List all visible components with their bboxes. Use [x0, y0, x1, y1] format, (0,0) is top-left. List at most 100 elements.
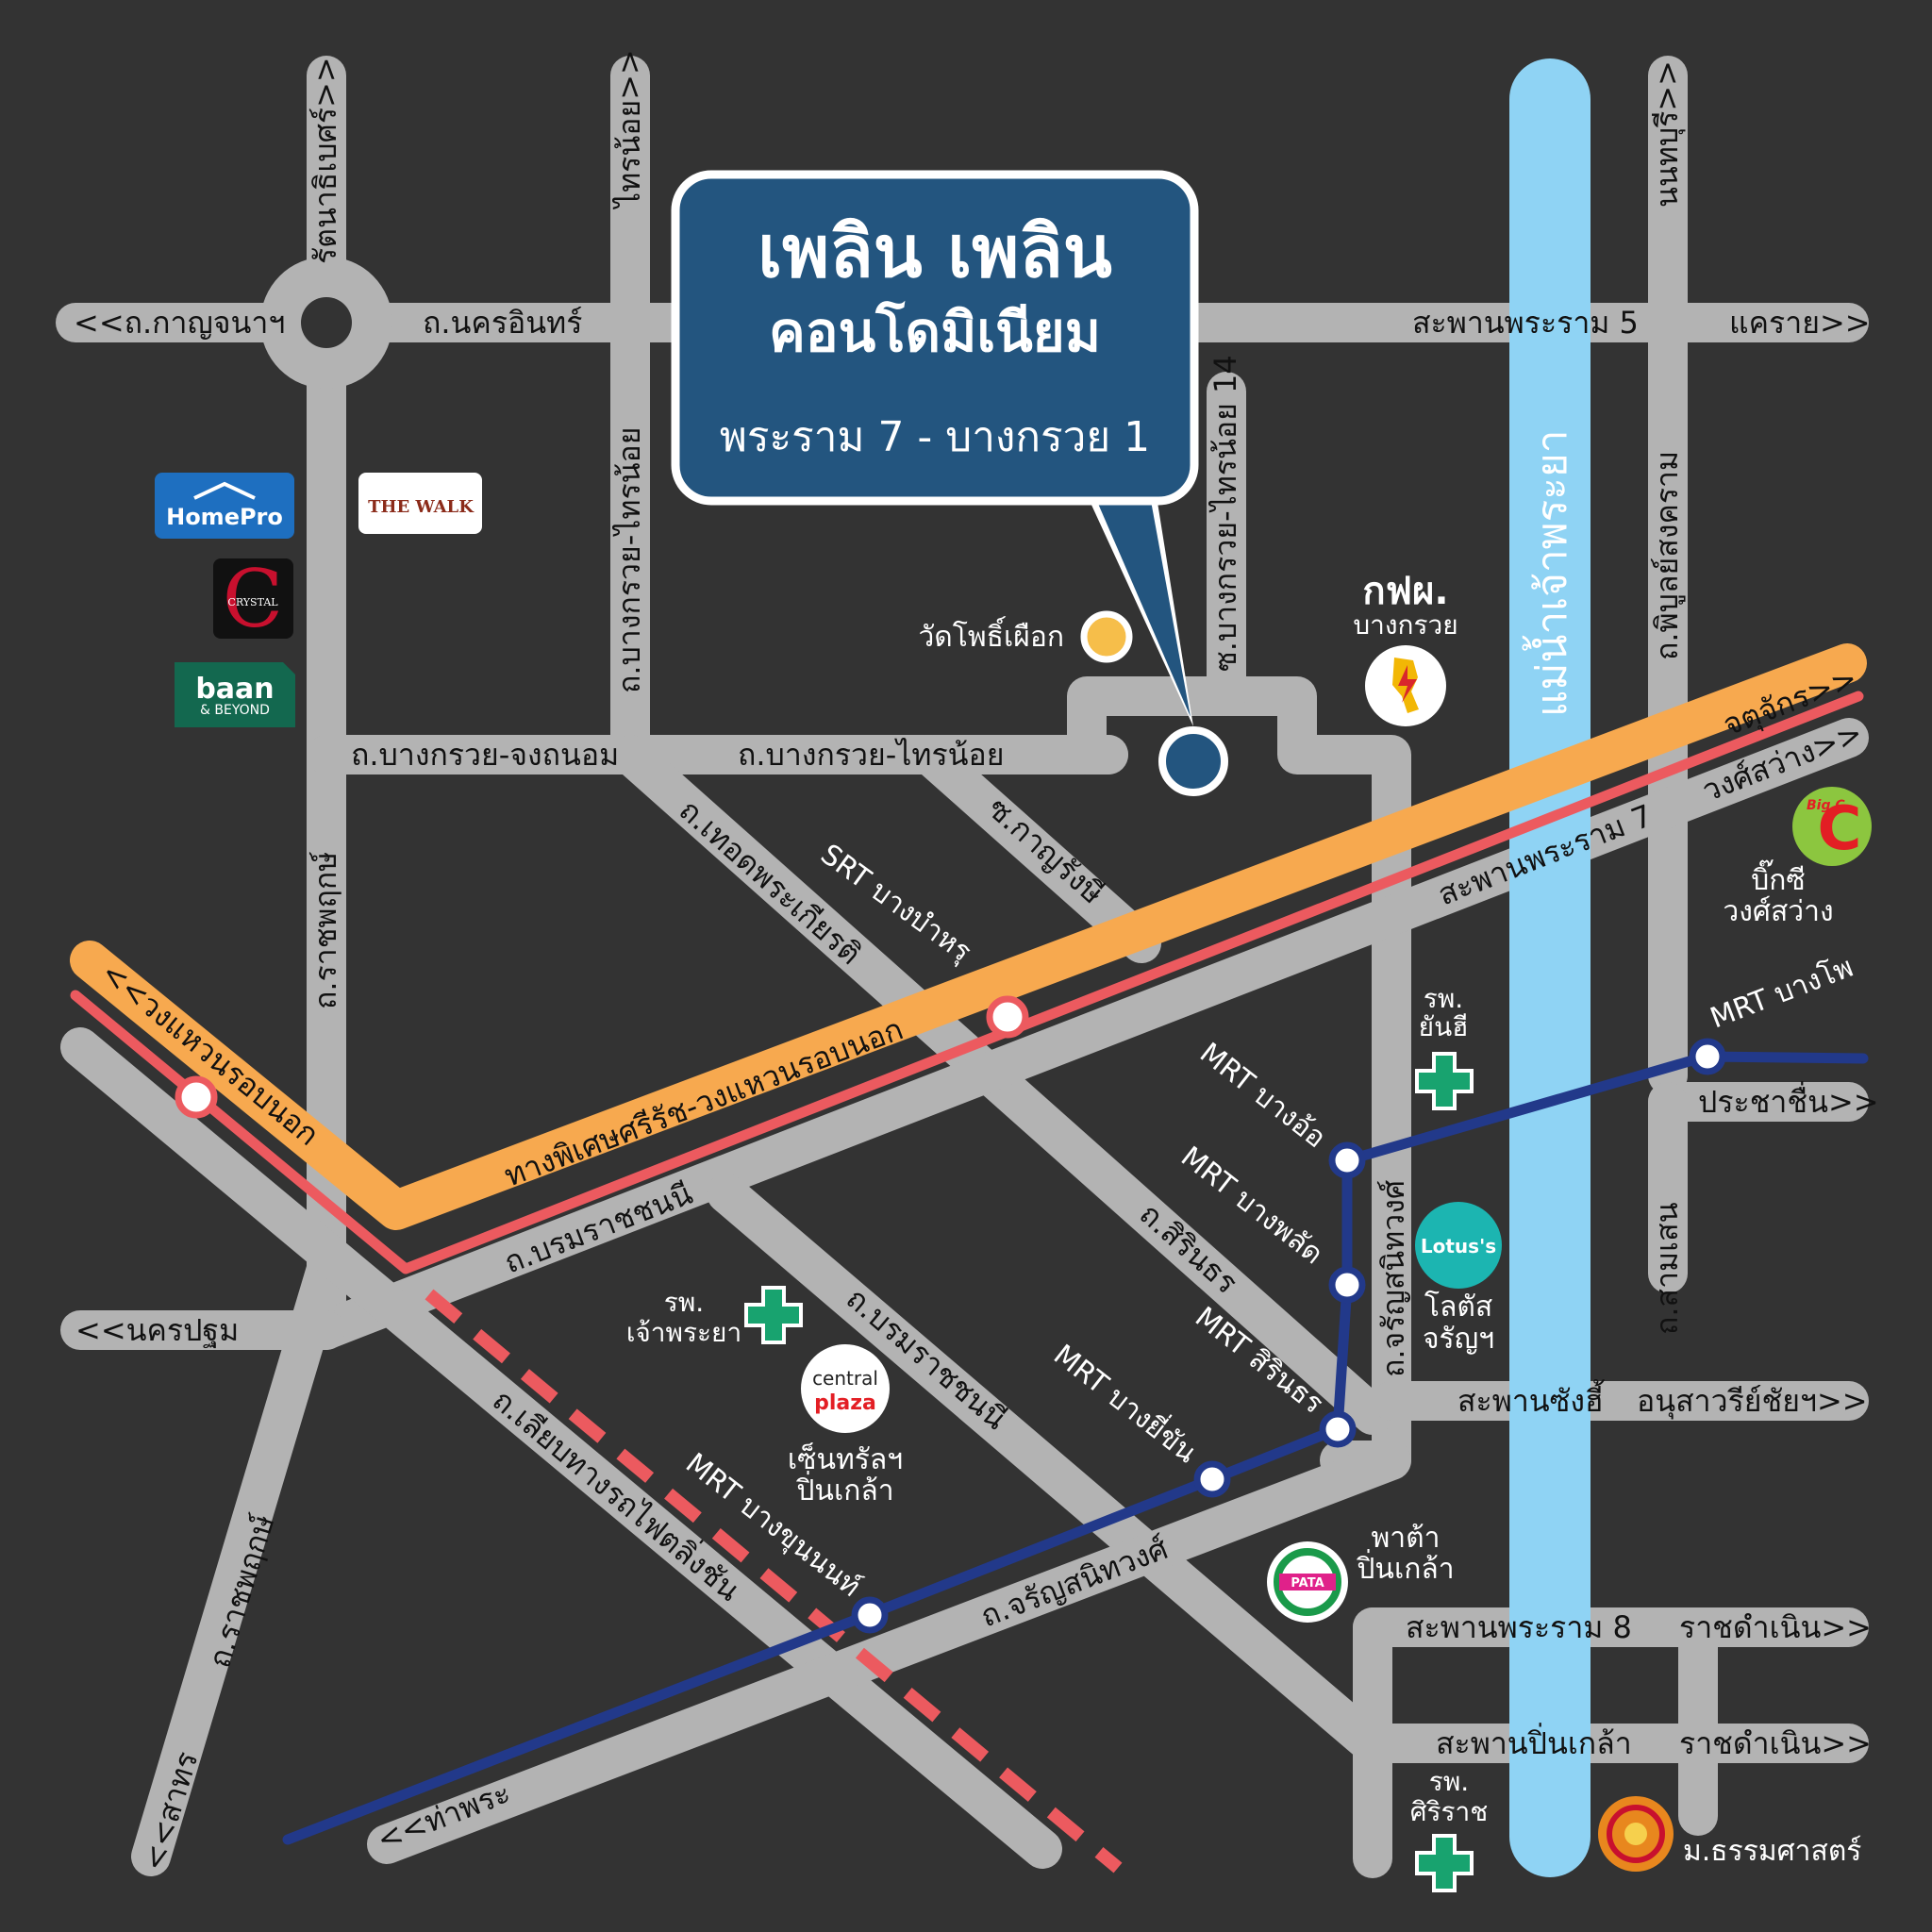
mrt-station-sirindhorn [1319, 1410, 1357, 1448]
baan-beyond-logo-line2: & BEYOND [200, 703, 270, 718]
road-label-rama5-bridge: สะพานพระราม 5 [1412, 305, 1639, 341]
bigc-logo-c: C [1818, 794, 1862, 864]
homepro-logo-text: HomePro [166, 504, 283, 530]
road-label-sam-sen: ถ.สามเสน [1649, 1202, 1685, 1335]
mrt-stations [851, 1038, 1726, 1634]
thammasat-label: ม.ธรรมศาสตร์ [1683, 1835, 1861, 1868]
chaophraya-hospital-poi: รพ. เจ้าพระยา [626, 1286, 803, 1348]
central-label-line2: ปิ่นเกล้า [796, 1471, 894, 1507]
road-label-nakhon-pathom: <<นครปฐม [75, 1312, 239, 1349]
road-borommaratchachonnani [707, 1174, 1392, 1765]
chaophraya-hospital-label-line1: รพ. [664, 1287, 704, 1318]
lotus-label-line2: จรัญฯ [1423, 1323, 1494, 1356]
road-label-nonthaburi: นนทบุรี>> [1649, 60, 1686, 208]
siriraj-hospital-poi: รพ. ศิริราช [1410, 1766, 1489, 1892]
lotus-logo-text: Lotus's [1421, 1235, 1496, 1257]
yanhee-label-line2: ยันฮี [1419, 1011, 1469, 1042]
road-label-khae-rai: แคราย>> [1729, 305, 1871, 341]
thammasat-logo-core [1624, 1823, 1647, 1845]
mrt-station-bang-phlat [1328, 1266, 1366, 1304]
hospital-cross-icon [1415, 1052, 1474, 1110]
crystal-logo-bg [213, 558, 293, 639]
road-kanchanaphisek-soi [909, 735, 1161, 963]
bigc-logo-text: Big C [1807, 798, 1845, 813]
crystal-logo: C CRYSTAL [213, 553, 293, 645]
bigc-label-line1: บิ๊กซี [1751, 859, 1806, 897]
road-label-sang-hi-bridge: สะพานซังฮี้ [1457, 1379, 1606, 1419]
road-label-victory-monument: อนุสาวรีย์ชัยฯ>> [1637, 1383, 1868, 1420]
baan-beyond-logo-line1: baan [195, 673, 274, 706]
pata-logo-text: PATA [1291, 1576, 1324, 1591]
chaophraya-hospital-label-line2: เจ้าพระยา [626, 1317, 741, 1348]
wat-pho-phueak-marker [1080, 610, 1133, 663]
baan-beyond-logo-bg [175, 662, 295, 727]
yanhee-label-line1: รพ. [1424, 983, 1463, 1014]
road-label-ratchadamnoen-1: ราชดำเนิน>> [1679, 1609, 1872, 1645]
road-label-bang-kruai-sai-noi-h: ถ.บางกรวย-ไทรน้อย [738, 737, 1005, 773]
thammasat-poi: ม.ธรรมศาสตร์ [1598, 1796, 1861, 1872]
thammasat-logo-inner [1607, 1805, 1665, 1863]
hospital-cross-icon [744, 1286, 803, 1344]
homepro-roof-icon [193, 481, 256, 500]
roundabout-center [301, 297, 352, 348]
central-logo-line2: plaza [814, 1391, 876, 1415]
lotus-poi: Lotus's โลตัส จรัญฯ [1415, 1202, 1502, 1356]
yanhee-hospital-poi: รพ. ยันฮี [1415, 983, 1474, 1110]
egat-bolt-icon [1398, 665, 1417, 703]
wat-pho-phueak-label: วัดโพธิ์เผือก [918, 616, 1064, 654]
horizontal-road-labels: <<ถ.กาญจนาฯ ถ.นครอินทร์ สะพานพระราม 5 แค… [74, 305, 1879, 1761]
road-label-charan-v: ถ.จรัญสนิทวงศ์ [1375, 1180, 1411, 1377]
road-charan-sanit-wong [367, 1441, 1411, 1864]
road-label-phibun-songkhram: ถ.พิบูลย์สงคราม [1649, 451, 1686, 660]
mrt-station-bang-yi-khan [1193, 1460, 1231, 1498]
road-label-ratchadamnoen-2: ราชดำเนิน>> [1679, 1725, 1872, 1761]
central-pinklao-poi: central plaza เซ็นทรัลฯ ปิ่นเกล้า [788, 1344, 903, 1507]
baan-beyond-logo: baan & BEYOND [175, 662, 295, 727]
mrt-station-bang-khun-non [851, 1596, 889, 1634]
lotus-label-line1: โลตัส [1424, 1290, 1492, 1324]
pata-logo-ring [1274, 1548, 1341, 1616]
project-pin [1158, 726, 1228, 796]
expressway [70, 643, 1867, 1230]
road-label-bang-kruai-sai-noi-v: ถ.บางกรวย-ไทรน้อย [611, 427, 647, 694]
road-label-rattanathibet: รัตนาธิเบศร์>> [308, 57, 343, 264]
road-network [56, 56, 1869, 1878]
homepro-logo: HomePro [155, 473, 294, 539]
central-label-line1: เซ็นทรัลฯ [788, 1441, 903, 1476]
crystal-logo-text: CRYSTAL [227, 596, 278, 608]
road-label-rama8-bridge: สะพานพระราม 8 [1406, 1609, 1632, 1645]
road-label-kanchana: <<ถ.กาญจนาฯ [74, 305, 285, 341]
chao-phraya-river [1509, 58, 1591, 1877]
road-label-prachachuen: ประชาชื่น>> [1698, 1081, 1879, 1120]
callout-box [671, 170, 1199, 506]
pata-logo-band [1279, 1574, 1336, 1591]
srt-stations [175, 995, 1029, 1119]
pata-label-line1: พาต้า [1372, 1522, 1441, 1555]
road-rama7-bridge [306, 718, 1869, 1350]
egat-label-line1: กฟผ. [1362, 570, 1448, 613]
vertical-road-labels: รัตนาธิเบศร์>> ไทรน้อย>> ถ.บางกรวย-ไทรน้… [308, 49, 1686, 1377]
crystal-logo-mark: C [223, 553, 283, 645]
mrt-station-bang-pho [1689, 1038, 1726, 1075]
pata-pinklao-poi: PATA พาต้า ปิ่นเกล้า [1267, 1522, 1455, 1623]
callout-title: เพลิน เพลิน [758, 209, 1112, 293]
lotus-logo [1415, 1202, 1502, 1289]
road-label-nakhon-in: ถ.นครอินทร์ [423, 305, 582, 341]
bigc-poi: C Big C บิ๊กซี วงศ์สว่าง [1723, 787, 1872, 928]
callout-subtitle: คอนโดมิเนียม [769, 299, 1101, 364]
siriraj-label-line2: ศิริราช [1410, 1796, 1489, 1827]
srt-station-outer-ring [175, 1075, 218, 1119]
pata-label-line2: ปิ่นเกล้า [1357, 1549, 1455, 1586]
srt-station-bang-bamru [986, 995, 1029, 1039]
callout-pointer [1085, 491, 1193, 726]
the-walk-logo-text: THE WALK [368, 497, 475, 517]
river-label: แม่น้ำเจ้าพระยา [1522, 430, 1576, 717]
road-ratchaphruek [131, 1249, 346, 1876]
road-label-sai-noi: ไทรน้อย>> [611, 49, 647, 210]
egat-poi: กฟผ. บางกรวย [1353, 570, 1458, 726]
central-logo [801, 1344, 890, 1433]
road-label-soi-14: ซ.บางกรวย-ไทรน้อย 14 [1208, 355, 1243, 672]
road-label-bang-kruai-chong-nonsi: ถ.บางกรวย-จงถนอม [351, 737, 619, 773]
callout-location: พระราม 7 - บางกรวย 1 [720, 413, 1150, 461]
